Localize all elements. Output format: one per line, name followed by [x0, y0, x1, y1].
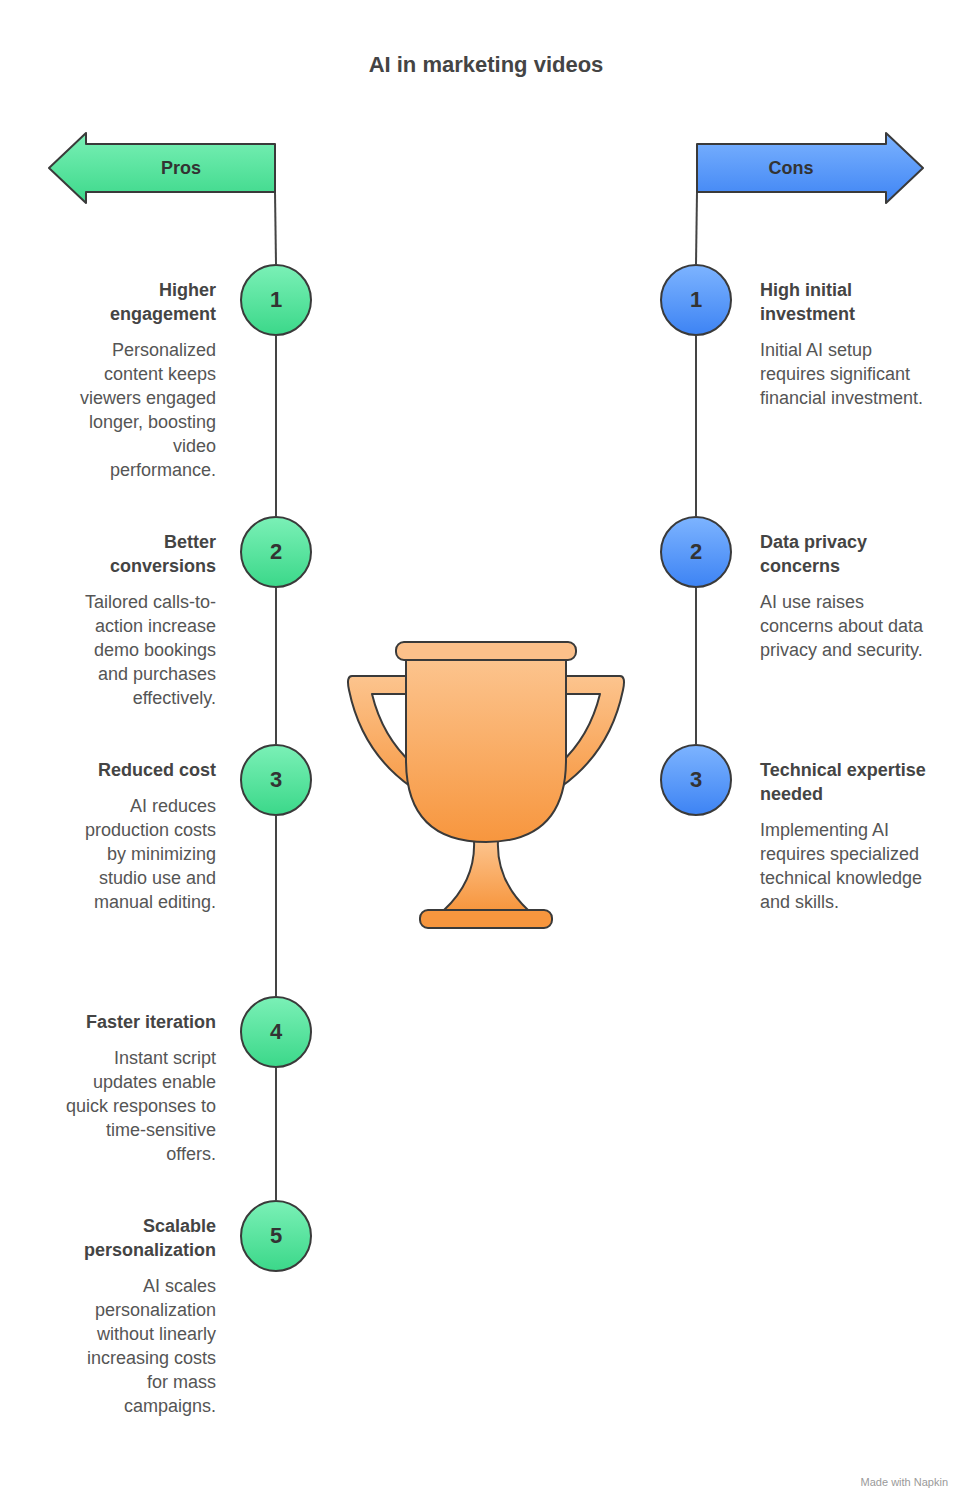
timeline-line — [695, 588, 697, 744]
timeline-line — [695, 336, 697, 516]
timeline-line — [275, 816, 277, 996]
step-heading: High initial investment — [760, 278, 928, 326]
banner-label: Cons — [696, 144, 886, 192]
trophy — [348, 642, 624, 928]
step-heading: Faster iteration — [64, 1010, 216, 1034]
step-circle: 2Data privacy concernsAI use raises conc… — [660, 516, 732, 588]
diagram-title: AI in marketing videos — [0, 52, 972, 78]
callout-number: 5 — [242, 1202, 310, 1270]
step-text: Faster iterationInstant script updates e… — [64, 1010, 216, 1166]
step-description: AI reduces production costs by minimizin… — [64, 794, 216, 914]
step-heading: Higher engagement — [64, 278, 216, 326]
step-heading: Technical expertise needed — [760, 758, 928, 806]
callout-number: 4 — [242, 998, 310, 1066]
timeline-line — [275, 336, 277, 516]
callout-number: 2 — [662, 518, 730, 586]
step-description: AI use raises concerns about data privac… — [760, 590, 928, 662]
step-heading: Data privacy concerns — [760, 530, 928, 578]
step-circle: 1High initial investmentInitial AI setup… — [660, 264, 732, 336]
step-description: AI scales personalization without linear… — [64, 1274, 216, 1418]
arrow-banner: Cons — [696, 132, 924, 204]
step-circle: 3Technical expertise neededImplementing … — [660, 744, 732, 816]
step-heading: Better conversions — [64, 530, 216, 578]
step-circle: 3Reduced costAI reduces production costs… — [240, 744, 312, 816]
callout-number: 1 — [662, 266, 730, 334]
step-text: High initial investmentInitial AI setup … — [760, 278, 928, 410]
step-heading: Scalable personalization — [64, 1214, 216, 1262]
step-circle: 4Faster iterationInstant script updates … — [240, 996, 312, 1068]
step-text: Higher engagementPersonalized content ke… — [64, 278, 216, 482]
arrow-banner: Pros — [48, 132, 276, 204]
timeline-line — [696, 192, 697, 264]
step-description: Initial AI setup requires significant fi… — [760, 338, 928, 410]
timeline-line — [275, 588, 277, 744]
step-text: Scalable personalization AI scales person… — [64, 1214, 216, 1418]
callout-number: 3 — [242, 746, 310, 814]
step-circle: 1Higher engagementPersonalized content k… — [240, 264, 312, 336]
step-description: Personalized content keeps viewers engag… — [64, 338, 216, 482]
step-text: Technical expertise neededImplementing A… — [760, 758, 928, 914]
step-description: Instant script updates enable quick resp… — [64, 1046, 216, 1166]
step-description: Implementing AI requires specialized tec… — [760, 818, 928, 914]
banner-label: Pros — [86, 144, 276, 192]
timeline-line — [275, 192, 276, 264]
watermark: Made with Napkin — [861, 1476, 948, 1488]
step-heading: Reduced cost — [64, 758, 216, 782]
timeline-line — [275, 1068, 277, 1200]
step-circle: 2Better conversionsTailored calls-to-act… — [240, 516, 312, 588]
step-circle: 5Scalable personalizationAI scales perso… — [240, 1200, 312, 1272]
callout-number: 3 — [662, 746, 730, 814]
callout-number: 2 — [242, 518, 310, 586]
step-text: Data privacy concerns AI use raises conce… — [760, 530, 928, 662]
step-text: Better conversionsTailored calls-to-acti… — [64, 530, 216, 710]
step-text: Reduced cost AI reduces production costs … — [64, 758, 216, 914]
callout-number: 1 — [242, 266, 310, 334]
step-description: Tailored calls-to-action increase demo b… — [64, 590, 216, 710]
